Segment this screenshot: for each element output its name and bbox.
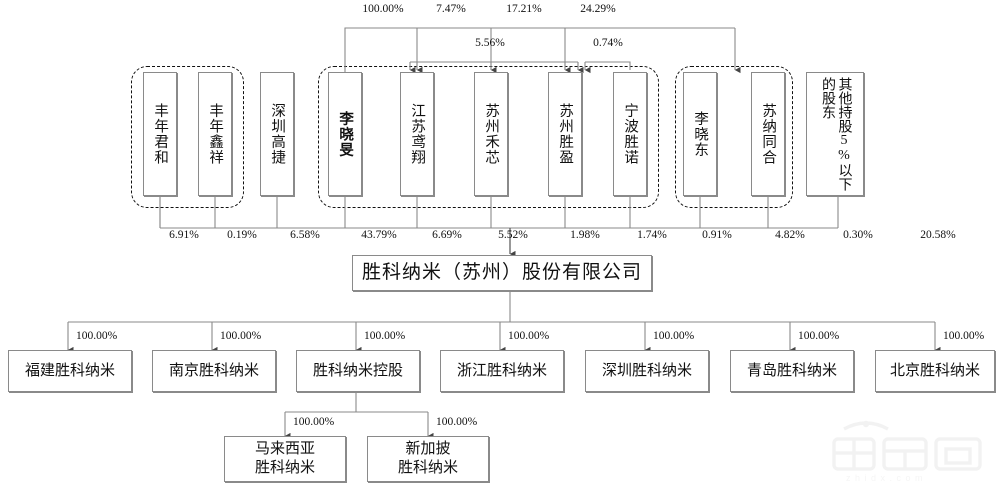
pct-sub-1: 100.00% bbox=[76, 330, 118, 342]
pct-top-3: 17.21% bbox=[506, 3, 542, 15]
pct-sub-6: 100.00% bbox=[798, 330, 840, 342]
subsidiary-box-shenzhen[interactable]: 深圳胜科纳米 bbox=[585, 350, 709, 392]
pct-tonghe-zhixin: 0.30% bbox=[843, 229, 873, 241]
subsidiary-label: 北京胜科纳米 bbox=[889, 362, 980, 379]
shareholder-box-fengnian-xinxiang[interactable]: 丰年鑫祥 bbox=[198, 72, 232, 196]
pct-subsub-2: 100.00% bbox=[436, 416, 478, 428]
shareholder-label: 江苏鸢翔 bbox=[409, 103, 426, 165]
shareholder-box-suna-tonghe[interactable]: 苏纳同合 bbox=[751, 72, 785, 196]
pct-top-4: 24.29% bbox=[580, 3, 616, 15]
subsidiary-box-beijing[interactable]: 北京胜科纳米 bbox=[875, 350, 995, 392]
shareholder-label: 其他持股5%以下的股东 bbox=[820, 77, 852, 191]
shareholder-label: 丰年鑫祥 bbox=[207, 103, 224, 165]
pct-fengnian-xinxiang: 0.19% bbox=[227, 229, 257, 241]
subsubsidiary-box-singapore[interactable]: 新加披 胜科纳米 bbox=[367, 436, 489, 482]
subsidiary-label: 福建胜科纳米 bbox=[24, 362, 115, 379]
pct-top-2: 7.47% bbox=[436, 3, 466, 15]
subsubsidiary-label-line1: 新加披 bbox=[405, 440, 451, 457]
subsidiary-box-zhejiang[interactable]: 浙江胜科纳米 bbox=[440, 350, 564, 392]
dashed-group-fengnian bbox=[131, 66, 244, 208]
pct-suzhou-hexin: 5.52% bbox=[498, 229, 528, 241]
company-name: 胜科纳米（苏州）股份有限公司 bbox=[361, 262, 642, 284]
pct-fengnian-junhe: 6.91% bbox=[169, 229, 199, 241]
svg-text:zhidx.com: zhidx.com bbox=[846, 473, 927, 483]
pct-sub-2: 100.00% bbox=[220, 330, 262, 342]
pct-subsub-1: 100.00% bbox=[293, 416, 335, 428]
pct-top-6: 0.74% bbox=[593, 37, 623, 49]
pct-jiangsu-yuanxiang: 6.69% bbox=[432, 229, 462, 241]
shareholder-label: 丰年君和 bbox=[152, 103, 169, 165]
shareholder-box-fengnian-junhe[interactable]: 丰年君和 bbox=[143, 72, 177, 196]
subsidiary-label: 深圳胜科纳米 bbox=[601, 362, 692, 379]
pct-shenzhen-gaojie: 6.58% bbox=[290, 229, 320, 241]
subsubsidiary-label-line1: 马来西亚 bbox=[254, 440, 315, 457]
shareholder-label: 苏州禾芯 bbox=[483, 103, 500, 165]
subsubsidiary-label-line2: 胜科纳米 bbox=[254, 460, 315, 476]
shareholder-box-other-holders[interactable]: 其他持股5%以下的股东 bbox=[806, 72, 864, 196]
shareholder-label: 苏纳同合 bbox=[760, 103, 777, 165]
subsidiary-box-holding[interactable]: 胜科纳米控股 bbox=[296, 350, 420, 392]
shareholder-box-li-xiaodong[interactable]: 李晓东 bbox=[683, 72, 717, 196]
subsidiary-box-qingdao[interactable]: 青岛胜科纳米 bbox=[730, 350, 854, 392]
subsidiary-label: 胜科纳米控股 bbox=[312, 362, 403, 379]
shareholder-box-suzhou-shengying[interactable]: 苏州胜盈 bbox=[548, 72, 582, 196]
pct-other-holders: 20.58% bbox=[920, 229, 956, 241]
subsubsidiary-box-malaysia[interactable]: 马来西亚 胜科纳米 bbox=[224, 436, 346, 482]
pct-top-5: 5.56% bbox=[475, 37, 505, 49]
subsidiary-label: 青岛胜科纳米 bbox=[746, 362, 837, 379]
pct-li-xiaomin: 43.79% bbox=[361, 229, 397, 241]
pct-suzhou-shengying: 1.98% bbox=[570, 229, 600, 241]
pct-sub-4: 100.00% bbox=[508, 330, 550, 342]
shareholder-label: 李晓东 bbox=[692, 110, 709, 158]
subsidiary-label: 南京胜科纳米 bbox=[168, 362, 259, 379]
shareholder-box-shenzhen-gaojie[interactable]: 深圳高捷 bbox=[260, 72, 294, 196]
shareholder-label: 深圳高捷 bbox=[269, 103, 286, 165]
pct-sub-7: 100.00% bbox=[943, 330, 985, 342]
subsubsidiary-label-line2: 胜科纳米 bbox=[397, 460, 458, 476]
shareholder-label: 苏州胜盈 bbox=[557, 103, 574, 165]
pct-ningbo-shengnuo: 1.74% bbox=[637, 229, 667, 241]
watermark-zhidx: zhidx.com bbox=[824, 415, 994, 487]
pct-li-xiaodong: 0.91% bbox=[702, 229, 732, 241]
pct-sub-5: 100.00% bbox=[653, 330, 695, 342]
subsidiary-box-nanjing[interactable]: 南京胜科纳米 bbox=[152, 350, 276, 392]
shareholder-box-ningbo-shengnuo[interactable]: 宁波胜诺 bbox=[613, 72, 647, 196]
subsidiary-box-fujian[interactable]: 福建胜科纳米 bbox=[8, 350, 132, 392]
subsidiary-label: 浙江胜科纳米 bbox=[456, 362, 547, 379]
shareholder-box-li-xiaomin[interactable]: 李晓旻 bbox=[328, 72, 362, 196]
shareholder-label: 宁波胜诺 bbox=[622, 103, 639, 165]
pct-top-1: 100.00% bbox=[362, 3, 404, 15]
shareholder-label: 李晓旻 bbox=[337, 110, 354, 158]
pct-sub-3: 100.00% bbox=[364, 330, 406, 342]
pct-suna-tonghe: 4.82% bbox=[775, 229, 805, 241]
shareholder-box-jiangsu-yuanxiang[interactable]: 江苏鸢翔 bbox=[400, 72, 434, 196]
shareholder-box-suzhou-hexin[interactable]: 苏州禾芯 bbox=[474, 72, 508, 196]
company-box-main[interactable]: 胜科纳米（苏州）股份有限公司 bbox=[352, 255, 652, 291]
